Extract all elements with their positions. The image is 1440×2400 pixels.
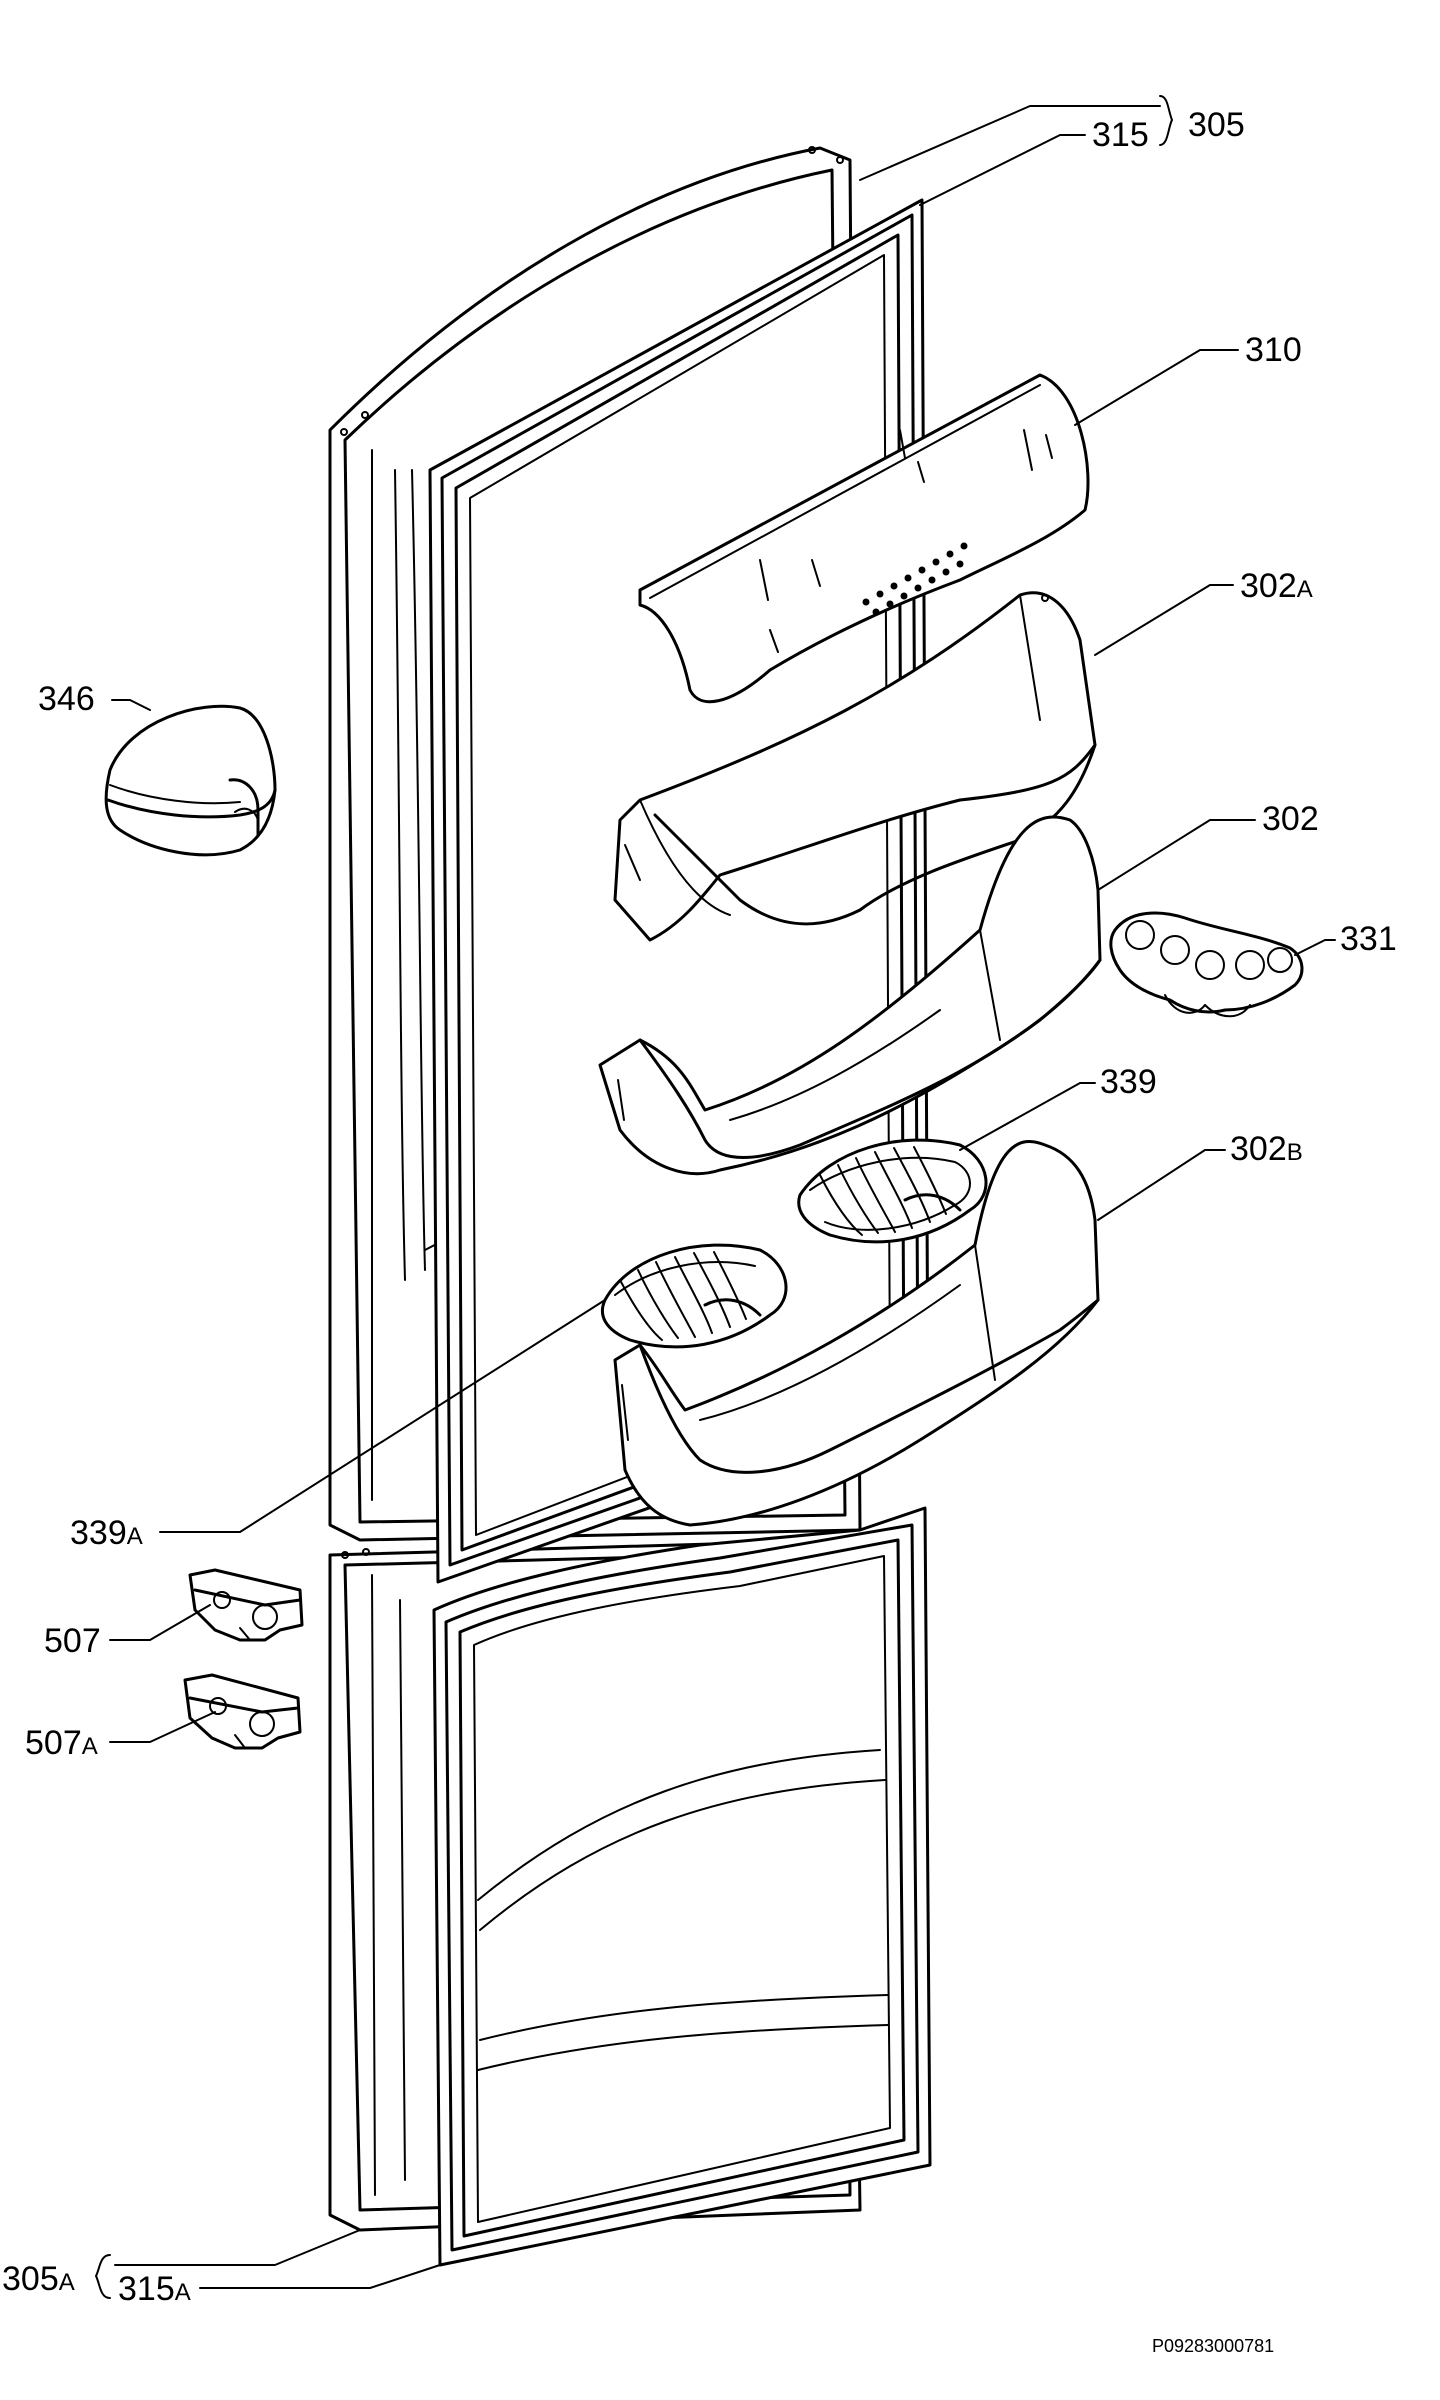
label-305: 305 [1188, 106, 1245, 144]
label-315a: 315A [118, 2270, 191, 2308]
dairy-box [104, 704, 277, 857]
label-302: 302 [1262, 800, 1319, 838]
label-302b: 302B [1230, 1130, 1303, 1168]
grouping-braces [95, 95, 1173, 2299]
egg-holder [1109, 911, 1304, 1018]
lower-door-gasket [432, 1506, 932, 2267]
dairy-compartment-cover [638, 373, 1090, 704]
label-310: 310 [1245, 331, 1302, 369]
label-339a: 339A [70, 1514, 143, 1552]
label-331: 331 [1340, 920, 1397, 958]
label-507: 507 [44, 1622, 101, 1660]
leader-lines [109, 105, 1336, 2289]
label-315: 315 [1092, 116, 1149, 154]
hinge-bracket-507a [183, 1673, 302, 1750]
label-302a: 302A [1240, 567, 1313, 605]
label-346: 346 [38, 680, 95, 718]
part-labels: 305 315 310 302A 346 302 331 339 302B 33… [2, 106, 1397, 2356]
label-305a: 305A [2, 2260, 75, 2298]
bottom-door-shelf [613, 1140, 1100, 1527]
hinge-bracket-507 [188, 1568, 304, 1642]
drawing-code: P09283000781 [1152, 2336, 1274, 2356]
label-507a: 507A [25, 1724, 98, 1762]
label-339: 339 [1100, 1063, 1157, 1101]
cover-vent-holes [862, 542, 968, 616]
egg-tray-left [600, 1243, 788, 1349]
egg-tray-right [797, 1138, 988, 1244]
middle-door-shelf [598, 815, 1102, 1176]
